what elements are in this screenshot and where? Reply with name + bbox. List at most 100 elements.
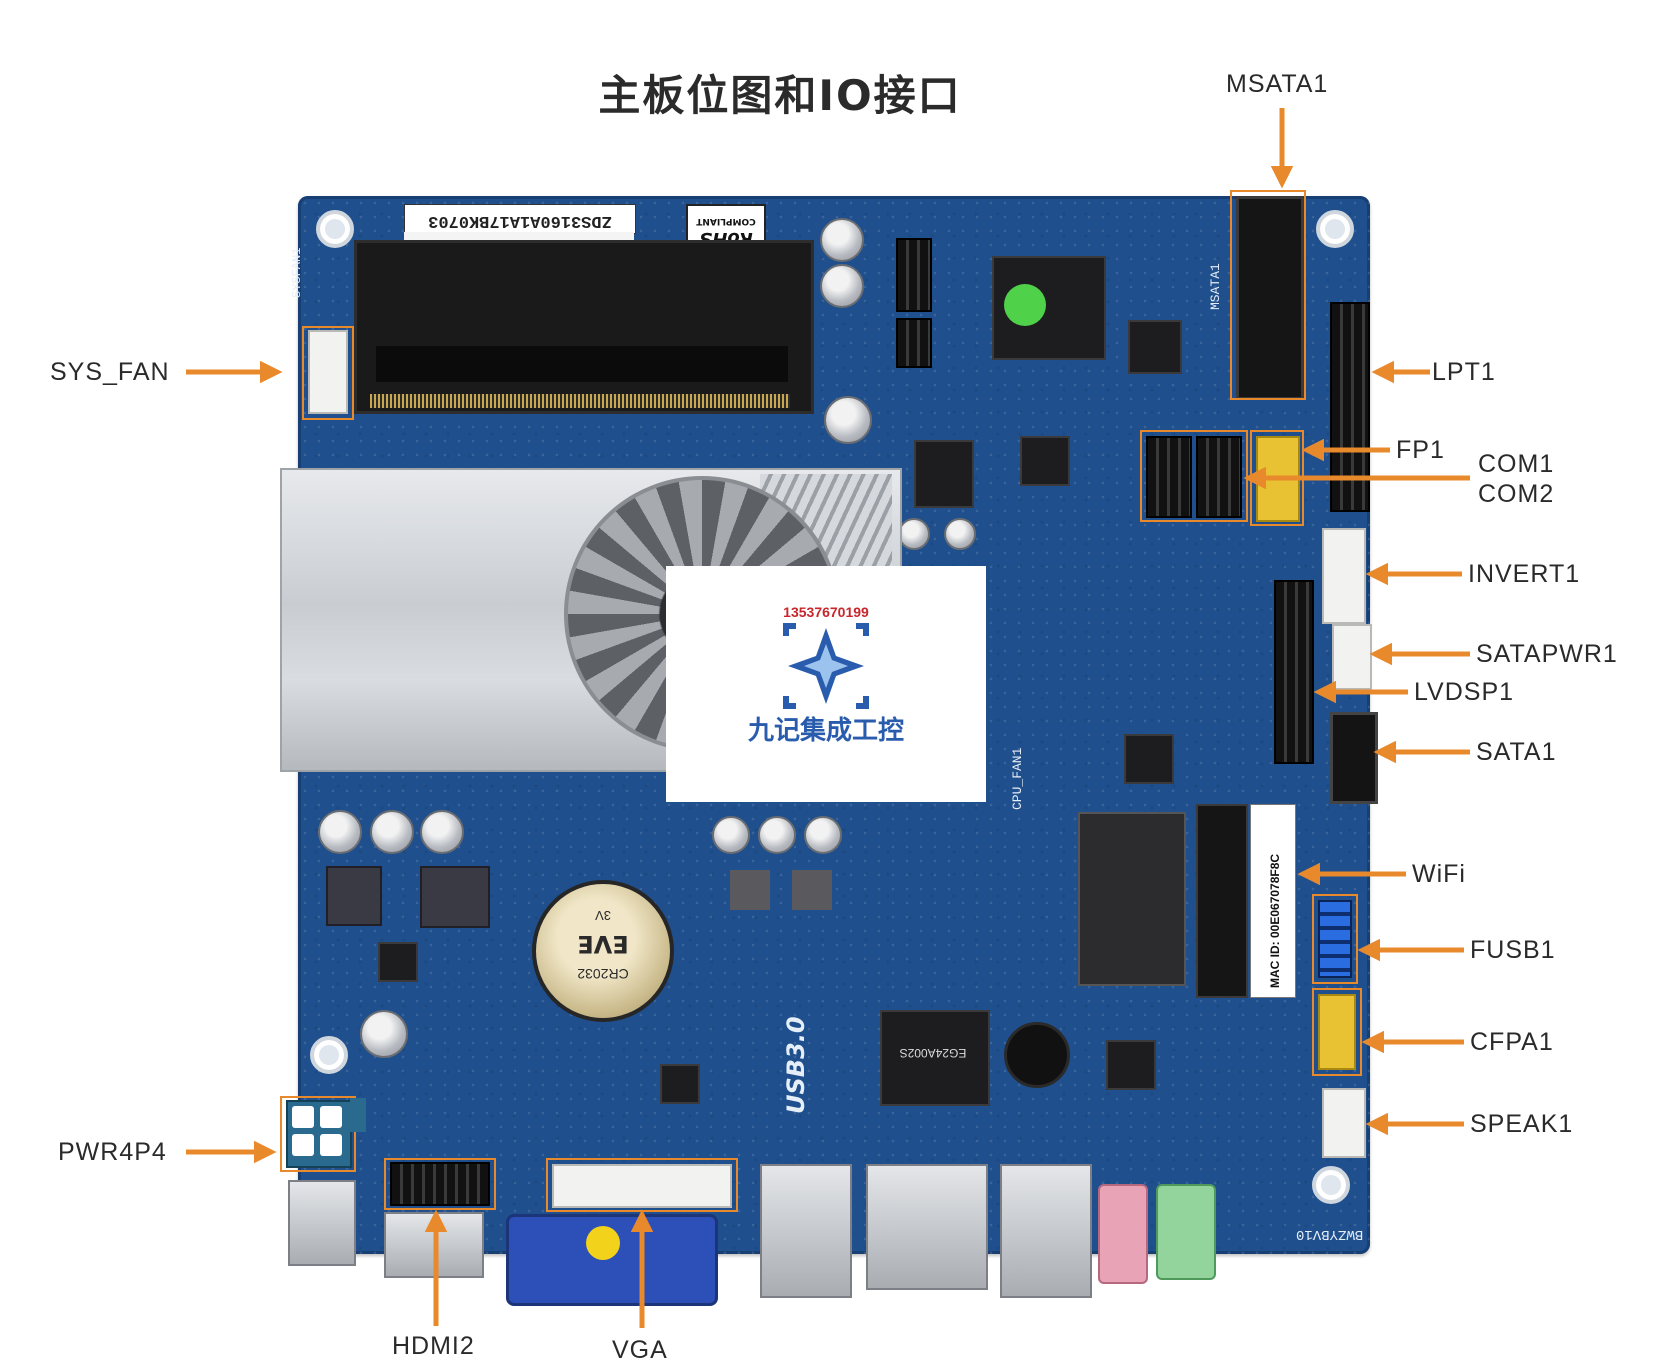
capacitor-7 (370, 810, 414, 854)
capacitor-9 (360, 1010, 408, 1058)
pwr4p4-tab (350, 1098, 366, 1132)
cpu-fan-silkscreen: CPU_FAN1 (1010, 747, 1025, 810)
label-fp1: FP1 (1396, 436, 1445, 464)
msata-highlight (1230, 190, 1306, 400)
label-lvdsp1: LVDSP1 (1414, 678, 1515, 706)
vga-header (552, 1164, 732, 1208)
mount-hole-left-mid (310, 1036, 348, 1074)
ps2-header (896, 318, 932, 368)
capacitor-6 (318, 810, 362, 854)
mac-sticker (1250, 804, 1296, 998)
hdmi-header (390, 1162, 490, 1206)
mac-label: MAC ID: 00E067078F8C (1268, 853, 1282, 988)
mount-hole-bottom-right (1312, 1166, 1350, 1204)
com1-header (1146, 436, 1192, 518)
pwr-pin-2 (320, 1106, 342, 1128)
capacitor-8 (420, 810, 464, 854)
sys-fan-connector (308, 330, 348, 414)
audio-line-jack (1156, 1184, 1216, 1280)
speak1-connector (1322, 1088, 1366, 1158)
capacitor-12 (804, 816, 842, 854)
label-wifi: WiFi (1412, 860, 1466, 888)
page-title: 主板位图和IO接口 (598, 71, 962, 120)
audio-mic-jack (1098, 1184, 1148, 1284)
usb3-silkscreen: USB3.0 (782, 1016, 810, 1114)
label-vga: VGA (612, 1336, 668, 1364)
pwr-pin-1 (292, 1106, 314, 1128)
lpt1-header (1330, 302, 1370, 512)
label-pwr4p4: PWR4P4 (58, 1138, 167, 1166)
label-msata1: MSATA1 (1226, 70, 1329, 98)
buzzer (1004, 1022, 1070, 1088)
capacitor-11 (758, 816, 796, 854)
chip-vrm (914, 440, 974, 508)
cfpa1-connector (1318, 994, 1356, 1070)
capacitor-4 (898, 518, 930, 550)
label-sata1: SATA1 (1476, 738, 1557, 766)
rohs-compliant-text: COMPLIANT (696, 216, 756, 226)
usb-port-2 (1000, 1164, 1092, 1298)
lvdsp1-header (1274, 580, 1314, 764)
invert1-connector (1322, 528, 1366, 624)
label-invert1: INVERT1 (1468, 560, 1581, 588)
sys-fan-silkscreen: SYSFAN1 (290, 247, 304, 298)
sys-fan-highlight (302, 326, 354, 420)
fp1-highlight (1250, 430, 1304, 526)
label-hdmi2: HDMI2 (392, 1332, 475, 1360)
chip-small-5 (1124, 734, 1174, 784)
watermark-phone: 13537670199 (783, 604, 869, 620)
inductor-1 (326, 866, 382, 926)
inductor-4 (792, 870, 832, 910)
watermark-panel (666, 566, 986, 802)
label-com2: COM2 (1478, 480, 1555, 508)
chip-small-1 (1128, 320, 1182, 374)
pwr-pin-4 (320, 1134, 342, 1156)
mini-pcie-slot (1196, 804, 1248, 998)
label-com1: COM1 (1478, 450, 1555, 478)
sim-slot (1078, 812, 1186, 986)
rj45-port (866, 1164, 988, 1290)
dc-jack (288, 1180, 356, 1266)
capacitor-1 (820, 218, 864, 262)
battery-brand: EVE (577, 930, 629, 958)
board-model-silkscreen: BWZYBV10 (1296, 1226, 1364, 1242)
label-lpt1: LPT1 (1432, 358, 1496, 386)
hdmi-port (384, 1212, 484, 1278)
capacitor-5 (944, 518, 976, 550)
vga-sticker (586, 1226, 620, 1260)
chip-small-6 (660, 1064, 700, 1104)
vga-header-highlight (546, 1158, 738, 1212)
label-speak1: SPEAK1 (1470, 1110, 1574, 1138)
battery-model: CR2032 (577, 966, 629, 982)
battery-voltage: 3V (595, 908, 611, 923)
pwr-pin-3 (292, 1134, 314, 1156)
satapwr1-connector (1332, 624, 1372, 690)
label-cfpa1: CFPA1 (1470, 1028, 1554, 1056)
mount-hole-top-left (316, 210, 354, 248)
fusb1-connector (1318, 900, 1352, 978)
label-satapwr1: SATAPWR1 (1476, 640, 1618, 668)
com2-header (1196, 436, 1242, 518)
lan-transformer (880, 1010, 990, 1106)
inductor-3 (730, 870, 770, 910)
lan-transformer-label: EG24A002S (899, 1046, 967, 1060)
usb-port-1 (760, 1164, 852, 1298)
sata1-connector (1330, 712, 1378, 804)
chip-small-2 (1020, 436, 1070, 486)
fusb1-highlight (1312, 894, 1358, 984)
mount-hole-top-right (1316, 210, 1354, 248)
label-sys-fan: SYS_FAN (50, 358, 170, 386)
hdmi-header-highlight (384, 1158, 496, 1210)
capacitor-10 (712, 816, 750, 854)
chip-small-4 (1106, 1040, 1156, 1090)
pwr4p4-highlight (280, 1096, 356, 1172)
cfpa1-highlight (1312, 988, 1362, 1076)
dimm-slot (354, 240, 814, 414)
capacitor-2 (820, 264, 864, 308)
label-fusb1: FUSB1 (1470, 936, 1556, 964)
inductor-2 (420, 866, 490, 928)
com-highlight (1140, 430, 1248, 522)
qc-sticker (1004, 284, 1046, 326)
msata-silkscreen: MSATA1 (1208, 263, 1223, 310)
watermark-name: 九记集成工控 (747, 716, 904, 746)
